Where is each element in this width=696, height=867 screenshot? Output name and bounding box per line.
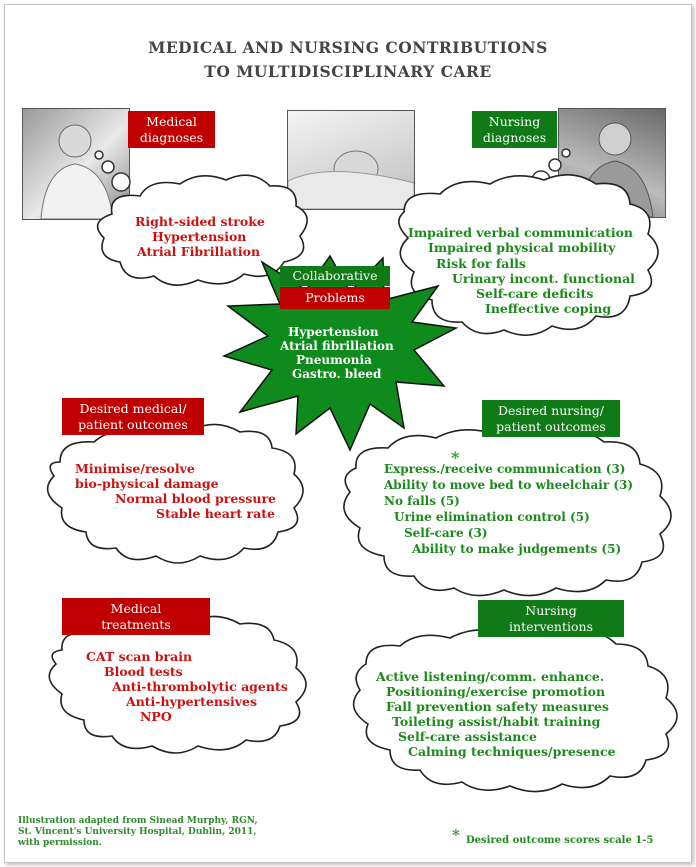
banner-line: treatments — [101, 616, 171, 632]
banner-line: Medical — [110, 600, 162, 616]
nursing-diagnosis-item: Risk for falls — [436, 256, 526, 271]
nursing-diagnosis-item: Self-care deficits — [476, 286, 594, 301]
nursing-outcome-item: Ability to make judgements (5) — [412, 542, 622, 556]
nursing-interventions-banner: Nursing interventions — [478, 600, 624, 637]
medical-outcomes-banner: Desired medical/ patient outcomes — [62, 398, 204, 435]
nursing-intervention-item: Self-care assistance — [398, 729, 537, 744]
patient-silhouette-icon — [287, 150, 415, 210]
nursing-outcome-item: Self-care (3) — [404, 526, 488, 540]
collaborative-item: Pneumonia — [296, 353, 372, 367]
doctor-silhouette-icon — [40, 124, 114, 220]
collaborative-item: Hypertension — [288, 325, 379, 339]
banner-line: Desired medical/ — [79, 400, 187, 416]
outcome-scale-note: Desired outcome scores scale 1-5 — [466, 835, 654, 846]
medical-diagnosis-item: Atrial Fibrillation — [137, 244, 261, 259]
footer-asterisk-icon: * — [452, 826, 460, 844]
collaborative-item: Gastro. bleed — [292, 367, 382, 381]
medical-treatment-item: Anti-thrombolytic agents — [112, 679, 288, 694]
collaborative-item: Atrial fibrillation — [280, 339, 394, 353]
nursing-outcome-item: Express./receive communication (3) — [384, 462, 626, 476]
credit-line: Illustration adapted from Sinead Murphy,… — [18, 816, 258, 826]
nursing-outcomes-banner: Desired nursing/ patient outcomes — [482, 400, 620, 437]
nursing-outcome-item: No falls (5) — [384, 494, 460, 508]
banner-line: patient outcomes — [496, 418, 606, 434]
medical-diagnosis-item: Hypertension — [152, 229, 247, 244]
patient-photo — [287, 110, 415, 210]
banner-line: Desired nursing/ — [498, 402, 604, 418]
medical-diagnosis-item: Right-sided stroke — [135, 214, 265, 229]
medical-outcome-item: Normal blood pressure — [115, 491, 277, 506]
nursing-intervention-item: Fall prevention safety measures — [386, 699, 609, 714]
medical-outcome-item: bio-physical damage — [75, 476, 219, 491]
asterisk-icon: * — [451, 448, 460, 467]
collaborative-label: Collaborative — [280, 266, 390, 286]
nursing-intervention-item: Calming techniques/presence — [408, 744, 616, 759]
nursing-diagnosis-item: Ineffective coping — [485, 301, 612, 316]
medical-treatment-item: CAT scan brain — [86, 649, 193, 664]
medical-treatment-item: NPO — [140, 709, 172, 724]
problems-banner: Problems — [280, 287, 390, 309]
banner-line: diagnoses — [482, 129, 547, 145]
medical-treatment-item: Anti-hypertensives — [126, 694, 257, 709]
banner-line: diagnoses — [139, 129, 204, 145]
banner-line: Medical — [146, 113, 197, 129]
medical-treatments-banner: Medical treatments — [62, 598, 210, 635]
cloud-medical-diagnoses — [96, 174, 308, 286]
title-line-1: MEDICAL AND NURSING CONTRIBUTIONS — [148, 38, 548, 57]
nursing-outcome-item: Ability to move bed to wheelchair (3) — [384, 478, 634, 492]
nursing-diagnosis-item: Impaired verbal communication — [408, 225, 634, 240]
banner-line: Nursing — [525, 602, 577, 618]
banner-line: Nursing — [488, 113, 541, 129]
credit-line: St. Vincent's University Hospital, Dubli… — [18, 827, 257, 837]
nursing-diagnoses-banner: Nursing diagnoses — [472, 111, 557, 148]
medical-treatment-item: Blood tests — [104, 664, 183, 679]
nursing-intervention-item: Toileting assist/habit training — [392, 714, 601, 729]
nursing-outcome-item: Urine elimination control (5) — [394, 510, 590, 524]
nursing-intervention-item: Positioning/exercise promotion — [386, 684, 606, 699]
banner-line: patient outcomes — [78, 416, 188, 432]
nursing-intervention-item: Active listening/comm. enhance. — [376, 669, 605, 684]
banner-line: interventions — [509, 618, 593, 634]
nursing-diagnosis-item: Impaired physical mobility — [428, 240, 616, 255]
medical-diagnoses-banner: Medical diagnoses — [128, 111, 215, 148]
collaborative-text: Collaborative — [292, 268, 378, 283]
title-line-2: TO MULTIDISCIPLINARY CARE — [204, 62, 492, 81]
problems-text: Problems — [305, 290, 365, 305]
medical-outcome-item: Stable heart rate — [156, 506, 275, 521]
medical-outcome-item: Minimise/resolve — [75, 461, 195, 476]
nursing-diagnosis-item: Urinary incont. functional — [452, 271, 635, 286]
thought-bubble-icon — [94, 150, 131, 192]
credit-line: with permission. — [18, 838, 102, 848]
